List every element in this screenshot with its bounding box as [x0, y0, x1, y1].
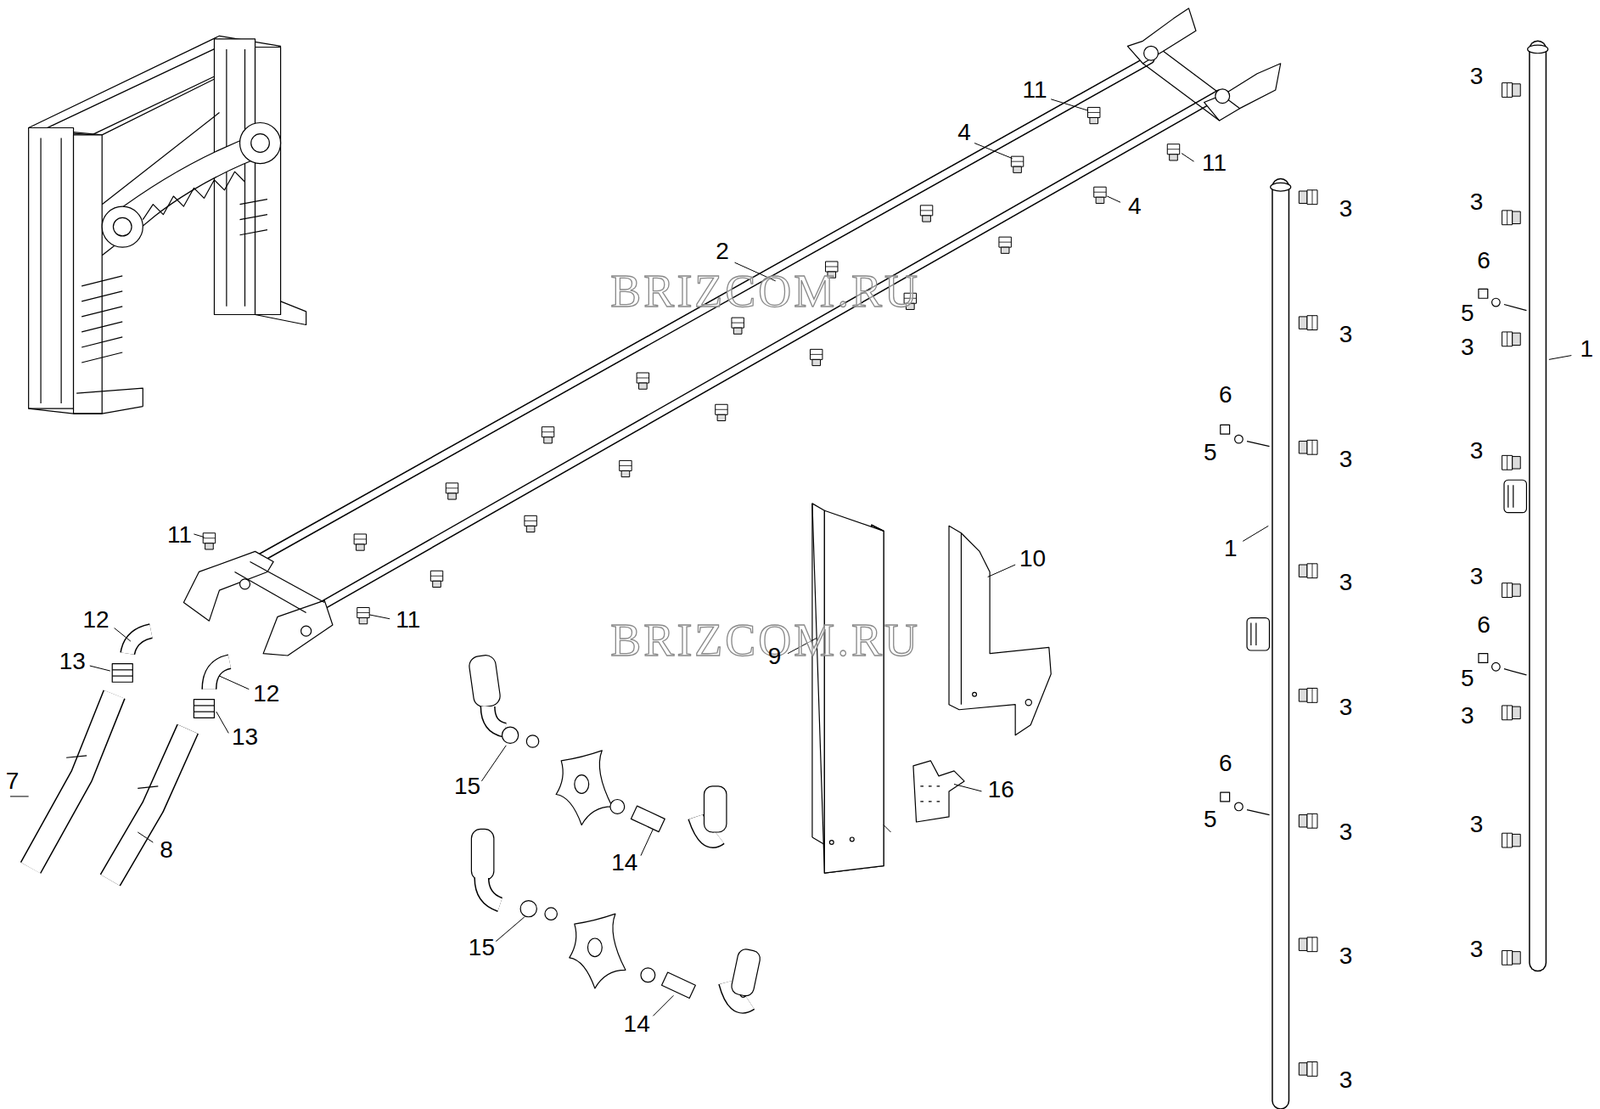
- vertical-pipe: [1220, 44, 1549, 1101]
- leader-line: [10, 99, 1572, 1017]
- callout-number: 1: [1223, 536, 1238, 561]
- callout-number: 10: [1019, 546, 1046, 571]
- callout-number: 2: [715, 239, 730, 264]
- callout-number: 3: [1339, 196, 1353, 221]
- callout-number: 5: [1460, 666, 1475, 691]
- watermark: BRIZCOM.RU: [610, 268, 921, 315]
- callout-number: 11: [1021, 78, 1047, 102]
- callout-number: 11: [395, 607, 421, 632]
- callout-number: 14: [623, 1011, 651, 1036]
- spray-bar: [183, 8, 1280, 656]
- callout-number: 14: [611, 850, 638, 875]
- callout-number: 3: [1460, 335, 1475, 360]
- callout-number: 3: [1339, 1067, 1353, 1092]
- callout-number: 11: [167, 522, 192, 547]
- callout-number: 4: [957, 120, 972, 145]
- callout-number: 9: [768, 644, 782, 669]
- nozzle: [202, 106, 1179, 624]
- hose-assembly: [30, 630, 230, 880]
- callout-number: 3: [1470, 937, 1484, 961]
- watermark: BRIZCOM.RU: [610, 617, 921, 663]
- callout-number: 15: [468, 935, 495, 960]
- callout-number: 3: [1470, 812, 1484, 837]
- callout-number: 3: [1339, 819, 1353, 844]
- panel: [812, 503, 1051, 873]
- callout-number: 3: [1470, 190, 1484, 214]
- callout-number: 6: [1476, 612, 1491, 637]
- frame-thumbnail: [28, 35, 307, 414]
- callout-number: 6: [1218, 751, 1233, 775]
- callout-number: 3: [1339, 943, 1353, 968]
- callout-number: 3: [1470, 438, 1484, 463]
- callout-number: 1: [1580, 336, 1595, 361]
- callout-number: 13: [59, 649, 86, 674]
- callout-number: 6: [1218, 382, 1233, 407]
- callout-number: 8: [159, 837, 174, 862]
- callout-number: 7: [5, 769, 20, 793]
- callout-number: 3: [1339, 570, 1353, 595]
- callout-number: 3: [1470, 564, 1484, 589]
- callout-number: 5: [1203, 440, 1218, 465]
- callout-number: 12: [82, 607, 109, 632]
- callout-number: 5: [1460, 301, 1475, 326]
- callout-number: 11: [1201, 151, 1227, 175]
- callout-number: 3: [1339, 322, 1353, 347]
- callout-number: 6: [1476, 248, 1491, 273]
- callout-number: 3: [1460, 703, 1475, 728]
- callout-number: 4: [1128, 194, 1142, 219]
- callout-number: 15: [454, 774, 481, 798]
- callout-number: 3: [1470, 64, 1484, 89]
- callout-number: 12: [252, 681, 280, 706]
- callout-number: 3: [1339, 447, 1353, 472]
- callout-number: 5: [1203, 807, 1218, 831]
- callout-number: 3: [1339, 695, 1353, 719]
- callout-number: 13: [231, 724, 259, 749]
- callout-number: 16: [988, 777, 1015, 802]
- bulkhead-fitting: [467, 653, 762, 1005]
